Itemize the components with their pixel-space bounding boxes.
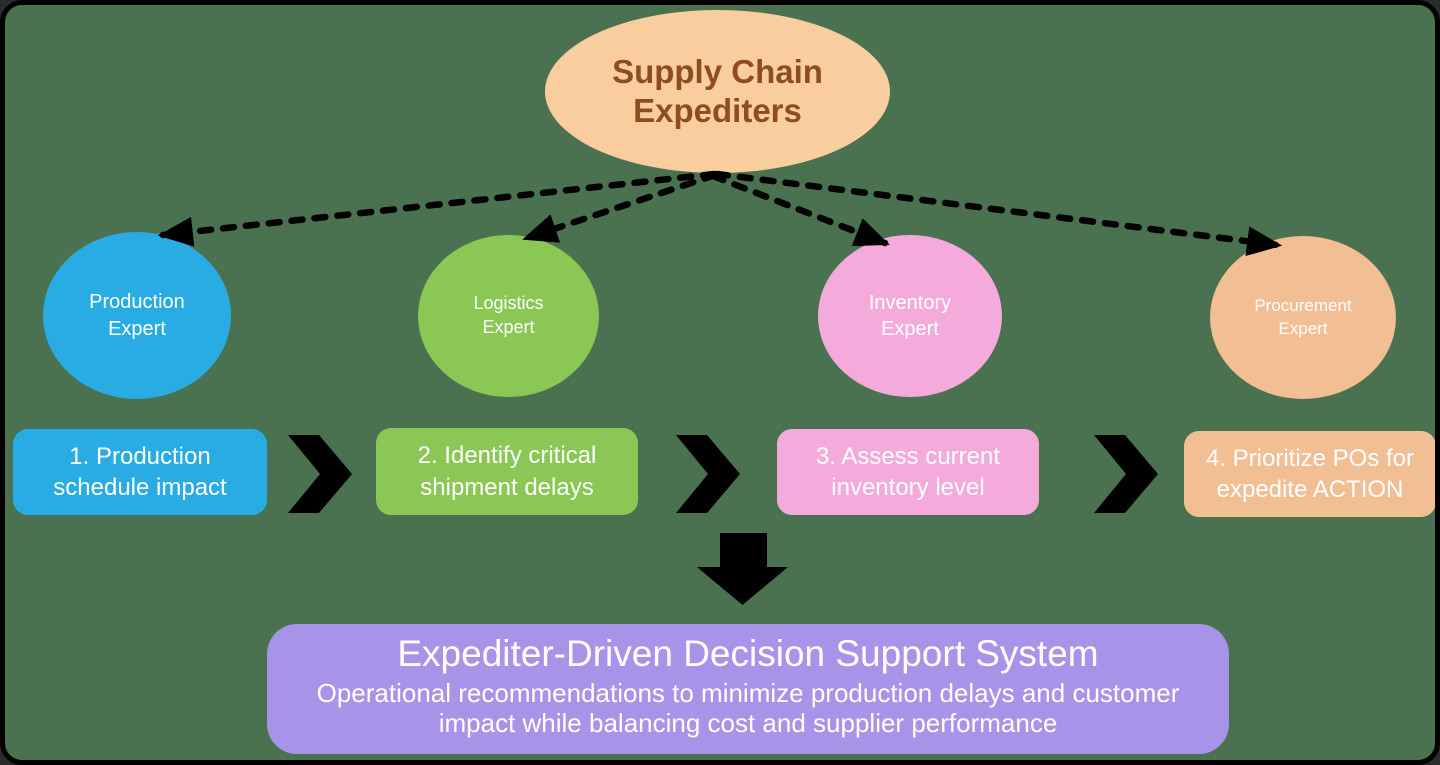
output-box-decision-support-system: Expediter-Driven Decision Support System…	[267, 624, 1229, 754]
output-box-title: Expediter-Driven Decision Support System	[397, 633, 1099, 674]
chevron-right-icon-1	[288, 435, 352, 513]
dashed-arrow-to-production	[157, 170, 718, 247]
expert-node-procurement: Procurement Expert	[1210, 236, 1396, 399]
expert-node-logistics: Logistics Expert	[418, 235, 599, 397]
expert-node-production: Production Expert	[43, 232, 231, 399]
expert-node-label: Inventory Expert	[868, 291, 952, 340]
dashed-arrow-to-logistics	[522, 171, 719, 243]
expert-node-label: Logistics Expert	[473, 293, 544, 337]
step-box-3-assess-current-inventory-level: 3. Assess current inventory level	[777, 429, 1039, 515]
step-box-label: 4. Prioritize POs for expedite ACTION	[1205, 444, 1415, 503]
chevron-right-icon-3	[1094, 435, 1158, 513]
expert-node-label: Procurement Expert	[1254, 296, 1352, 338]
step-box-4-prioritize-pos: 4. Prioritize POs for expedite ACTION	[1184, 431, 1435, 517]
step-box-label: 2. Identify critical shipment delays	[417, 442, 597, 501]
expert-node-inventory: Inventory Expert	[818, 235, 1002, 397]
root-node-supply-chain-expediters: Supply Chain Expediters	[545, 10, 890, 173]
step-box-label: 1. Production schedule impact	[53, 442, 227, 501]
root-node-label: Supply Chain Expediters	[612, 52, 823, 129]
dashed-arrow-to-inventory	[709, 172, 890, 247]
expert-node-label: Production Expert	[89, 291, 185, 340]
output-box-subtitle: Operational recommendations to minimize …	[316, 677, 1180, 739]
step-box-2-identify-critical-shipment-delays: 2. Identify critical shipment delays	[376, 428, 638, 515]
step-box-1-production-schedule-impact: 1. Production schedule impact	[13, 429, 267, 515]
dashed-arrow-to-procurement	[713, 170, 1283, 257]
chevron-right-icon-2	[676, 435, 740, 513]
step-box-label: 3. Assess current inventory level	[815, 442, 1001, 501]
down-arrow-icon	[697, 533, 788, 605]
